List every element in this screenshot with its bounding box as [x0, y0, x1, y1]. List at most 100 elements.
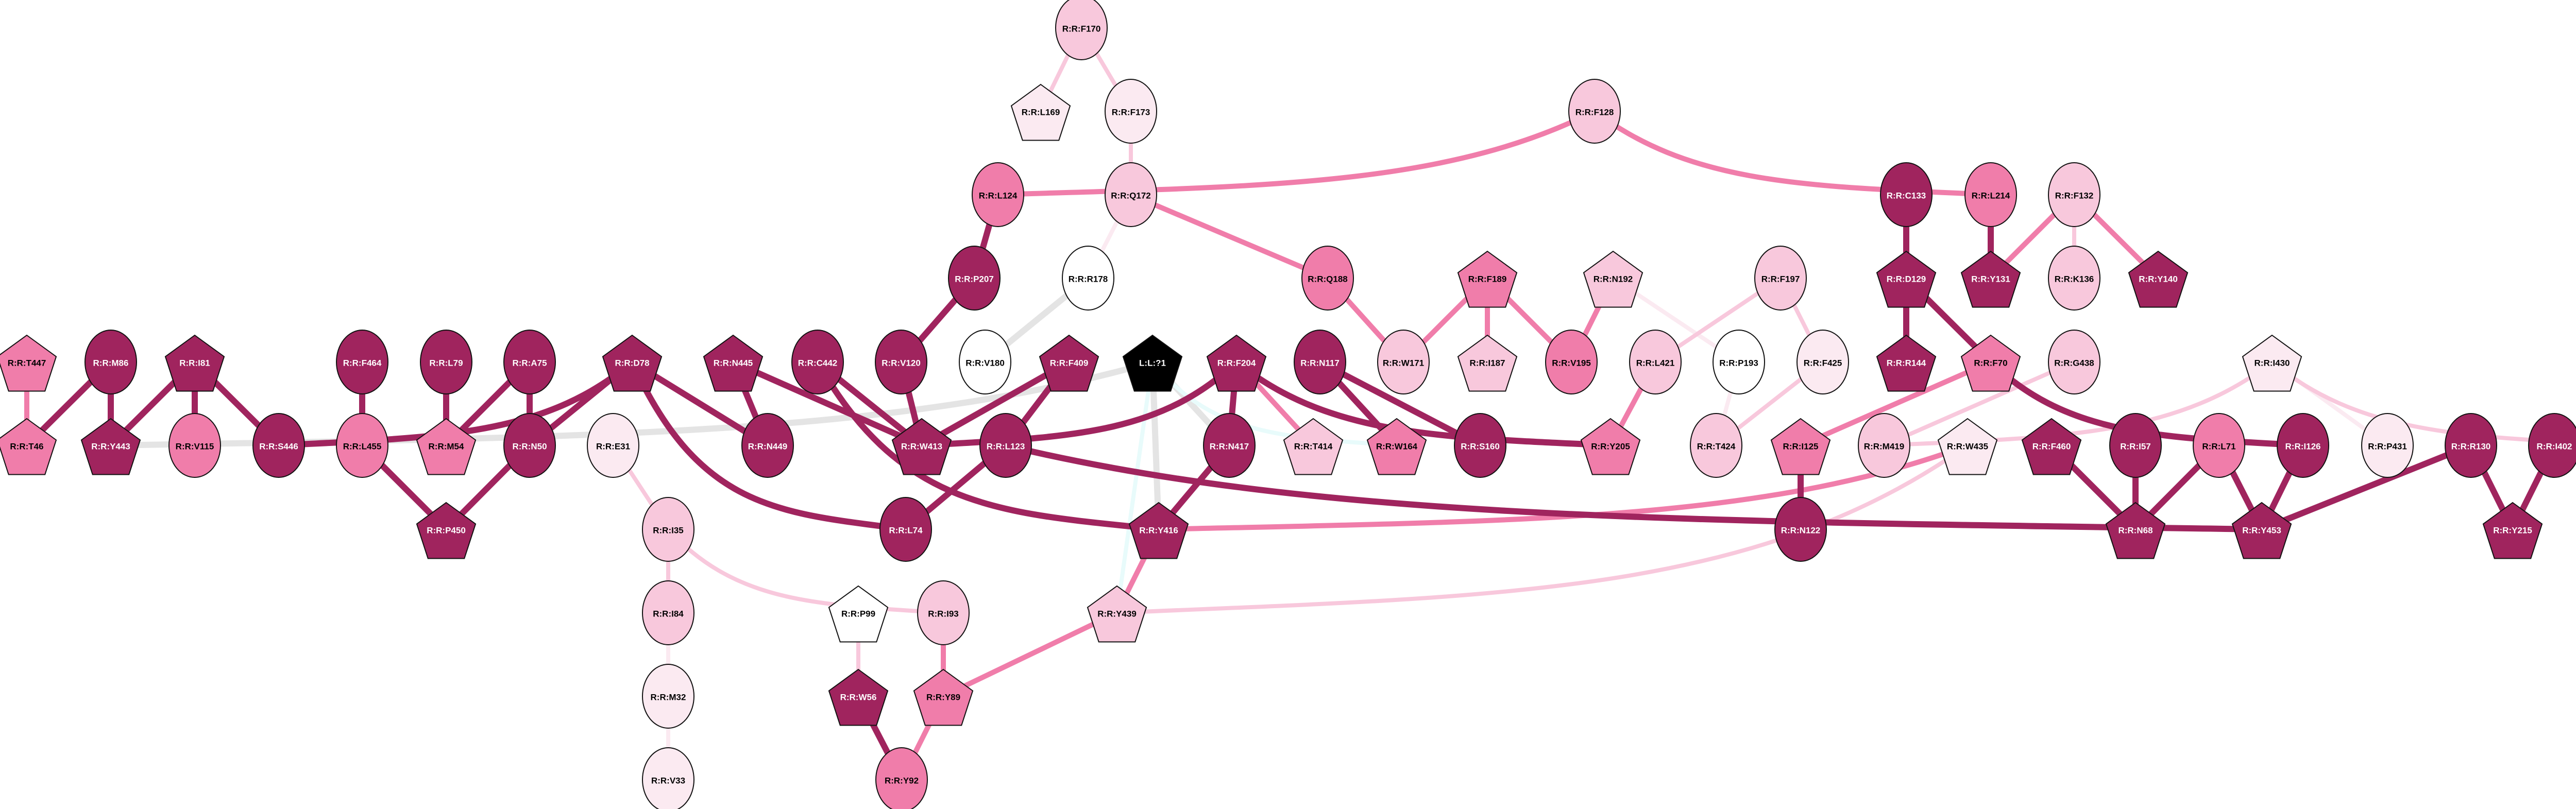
node-R144[interactable]: R:R:R144	[1876, 334, 1937, 392]
node-Y443[interactable]: R:R:Y443	[80, 418, 141, 475]
edge-Q172-Q188	[1128, 192, 1330, 281]
node-label: R:R:I125	[1783, 442, 1819, 452]
circle-node-shape	[642, 497, 694, 562]
node-label: R:R:I126	[2285, 442, 2321, 452]
node-label: R:R:L71	[2202, 442, 2235, 452]
node-I57[interactable]: R:R:I57	[2109, 413, 2162, 478]
node-N192[interactable]: R:R:N192	[1583, 250, 1643, 308]
node-L169[interactable]: R:R:L169	[1010, 83, 1071, 141]
node-C133[interactable]: R:R:C133	[1880, 162, 1933, 227]
node-P207[interactable]: R:R:P207	[948, 246, 1001, 311]
node-R130[interactable]: R:R:R130	[2445, 413, 2497, 478]
node-E31[interactable]: R:R:E31	[587, 413, 639, 478]
node-V195[interactable]: R:R:V195	[1545, 330, 1598, 394]
node-L455[interactable]: R:R:L455	[336, 413, 388, 478]
node-V120[interactable]: R:R:V120	[875, 330, 927, 394]
node-label: R:R:P431	[2368, 442, 2407, 452]
node-Y92[interactable]: R:R:Y92	[875, 747, 928, 809]
node-A75[interactable]: R:R:A75	[503, 330, 556, 394]
node-V115[interactable]: R:R:V115	[168, 413, 221, 478]
node-Y205[interactable]: R:R:Y205	[1580, 418, 1641, 475]
node-T447[interactable]: R:R:T447	[0, 334, 57, 392]
node-I93[interactable]: R:R:I93	[917, 580, 970, 645]
node-F409[interactable]: R:R:F409	[1039, 334, 1099, 392]
node-W56[interactable]: R:R:W56	[828, 668, 889, 726]
node-T414[interactable]: R:R:T414	[1283, 418, 1344, 475]
node-F197[interactable]: R:R:F197	[1754, 246, 1807, 311]
node-K136[interactable]: R:R:K136	[2048, 246, 2100, 311]
node-M32[interactable]: R:R:M32	[642, 664, 694, 729]
node-I35[interactable]: R:R:I35	[642, 497, 694, 562]
node-V33[interactable]: R:R:V33	[642, 747, 694, 809]
node-P450[interactable]: R:R:P450	[416, 502, 477, 559]
node-I402[interactable]: R:R:I402	[2528, 413, 2576, 478]
node-W171[interactable]: R:R:W171	[1377, 330, 1430, 394]
node-label: R:R:T447	[8, 358, 46, 368]
node-label: R:R:V33	[651, 776, 685, 786]
node-T424[interactable]: R:R:T424	[1690, 413, 1742, 478]
node-F204[interactable]: R:R:F204	[1206, 334, 1267, 392]
node-I126[interactable]: R:R:I126	[2277, 413, 2329, 478]
node-P431[interactable]: R:R:P431	[2361, 413, 2414, 478]
node-F460[interactable]: R:R:F460	[2021, 418, 2082, 475]
node-L123[interactable]: R:R:L123	[979, 413, 1032, 478]
node-G438[interactable]: R:R:G438	[2048, 330, 2100, 394]
node-F128[interactable]: R:R:F128	[1568, 79, 1621, 144]
node-S160[interactable]: R:R:S160	[1454, 413, 1506, 478]
node-Y416[interactable]: R:R:Y416	[1128, 502, 1189, 559]
node-P193[interactable]: R:R:P193	[1713, 330, 1765, 394]
node-S446[interactable]: R:R:S446	[252, 413, 305, 478]
node-L71[interactable]: R:R:L71	[2193, 413, 2245, 478]
node-V180[interactable]: R:R:V180	[959, 330, 1011, 394]
node-W435[interactable]: R:R:W435	[1937, 418, 1998, 475]
node-P99[interactable]: R:R:P99	[828, 585, 889, 643]
pentagon-node-shape	[828, 668, 889, 726]
node-Q172[interactable]: R:R:Q172	[1105, 162, 1157, 227]
node-Y215[interactable]: R:R:Y215	[2482, 502, 2543, 559]
node-N50[interactable]: R:R:N50	[503, 413, 556, 478]
node-N117[interactable]: R:R:N117	[1294, 330, 1346, 394]
node-I84[interactable]: R:R:I84	[642, 580, 694, 645]
node-I430[interactable]: R:R:I430	[2242, 334, 2302, 392]
node-L421[interactable]: R:R:L421	[1629, 330, 1682, 394]
node-F170[interactable]: R:R:F170	[1055, 0, 1108, 60]
node-L124[interactable]: R:R:L124	[972, 162, 1024, 227]
node-M54[interactable]: R:R:M54	[416, 418, 477, 475]
node-D129[interactable]: R:R:D129	[1876, 250, 1937, 308]
node-L74[interactable]: R:R:L74	[879, 497, 932, 562]
node-F425[interactable]: R:R:F425	[1797, 330, 1849, 394]
node-Q188[interactable]: R:R:Q188	[1301, 246, 1354, 311]
node-N122[interactable]: R:R:N122	[1774, 497, 1827, 562]
circle-node-shape	[1377, 330, 1430, 394]
node-I81[interactable]: R:R:I81	[164, 334, 225, 392]
node-Y453[interactable]: R:R:Y453	[2231, 502, 2292, 559]
node-M419[interactable]: R:R:M419	[1858, 413, 1910, 478]
node-F189[interactable]: R:R:F189	[1457, 250, 1518, 308]
node-N68[interactable]: R:R:N68	[2105, 502, 2166, 559]
node-Y89[interactable]: R:R:Y89	[913, 668, 974, 726]
node-F173[interactable]: R:R:F173	[1105, 79, 1157, 144]
node-I125[interactable]: R:R:I125	[1770, 418, 1831, 475]
node-I187[interactable]: R:R:I187	[1457, 334, 1518, 392]
node-T46[interactable]: R:R:T46	[0, 418, 57, 475]
node-F132[interactable]: R:R:F132	[2048, 162, 2100, 227]
node-Y140[interactable]: R:R:Y140	[2128, 250, 2189, 308]
node-W164[interactable]: R:R:W164	[1366, 418, 1427, 475]
node-F70[interactable]: R:R:F70	[1960, 334, 2021, 392]
node-Y439[interactable]: R:R:Y439	[1087, 585, 1147, 643]
node-N417[interactable]: R:R:N417	[1203, 413, 1256, 478]
node-L1[interactable]: L:L:?1	[1122, 334, 1183, 392]
node-N445[interactable]: R:R:N445	[703, 334, 764, 392]
node-D78[interactable]: R:R:D78	[602, 334, 663, 392]
circle-node-shape	[642, 664, 694, 729]
node-R178[interactable]: R:R:R178	[1062, 246, 1114, 311]
node-L79[interactable]: R:R:L79	[420, 330, 472, 394]
node-L214[interactable]: R:R:L214	[1964, 162, 2017, 227]
node-W413[interactable]: R:R:W413	[891, 418, 952, 475]
circle-node-shape	[503, 413, 556, 478]
node-F464[interactable]: R:R:F464	[336, 330, 388, 394]
node-C442[interactable]: R:R:C442	[791, 330, 844, 394]
node-N449[interactable]: R:R:N449	[741, 413, 794, 478]
node-M86[interactable]: R:R:M86	[84, 330, 137, 394]
node-Y131[interactable]: R:R:Y131	[1960, 250, 2021, 308]
